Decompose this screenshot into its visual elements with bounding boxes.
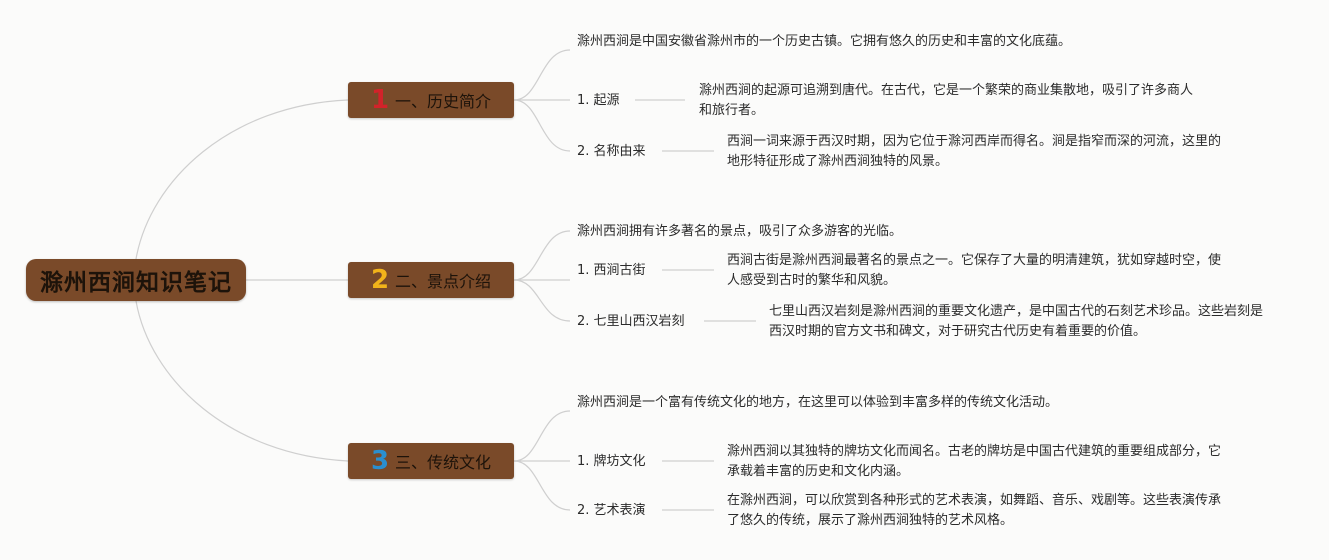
link-root-branch-3 — [135, 300, 349, 462]
branch-node-attractions[interactable]: 2 二、景点介绍 — [348, 262, 514, 298]
branch-number-2: 2 — [370, 265, 390, 295]
branch-node-culture[interactable]: 3 三、传统文化 — [348, 443, 514, 479]
branch-intro-history: 滁州西涧是中国安徽省滁州市的一个历史古镇。它拥有悠久的历史和丰富的文化底蕴。 — [577, 34, 1072, 49]
link-b2-intro — [513, 230, 571, 281]
sub-node-performance[interactable]: 2. 艺术表演 — [577, 503, 646, 518]
sub-node-old-street[interactable]: 1. 西涧古街 — [577, 263, 646, 278]
sub-node-rock-carving[interactable]: 2. 七里山西汉岩刻 — [577, 314, 685, 329]
branch-intro-culture: 滁州西涧是一个富有传统文化的地方，在这里可以体验到丰富多样的传统文化活动。 — [577, 395, 1059, 410]
detail-rock-carving: 七里山西汉岩刻是滁州西涧的重要文化遗产，是中国古代的石刻艺术珍品。这些岩刻是西汉… — [769, 304, 1264, 339]
branch-title: 一、历史简介 — [395, 92, 492, 111]
link-b1-item2 — [513, 99, 571, 152]
detail-name-origin: 西涧一词来源于西汉时期，因为它位于滁河西岸而得名。涧是指窄而深的河流，这里的地形… — [727, 134, 1222, 169]
link-b1-intro — [513, 49, 571, 101]
link-b3-intro — [513, 410, 571, 462]
branch-title: 二、景点介绍 — [395, 272, 492, 291]
root-title: 滁州西涧知识笔记 — [40, 270, 232, 296]
sub-node-archway[interactable]: 1. 牌坊文化 — [577, 454, 646, 469]
sub-node-name-origin[interactable]: 2. 名称由来 — [577, 144, 646, 159]
detail-old-street: 西涧古街是滁州西涧最著名的景点之一。它保存了大量的明清建筑，犹如穿越时空，使人感… — [727, 253, 1222, 288]
detail-archway: 滁州西涧以其独特的牌坊文化而闻名。古老的牌坊是中国古代建筑的重要组成部分，它承载… — [727, 444, 1222, 479]
branch-number-3: 3 — [370, 446, 390, 476]
link-b3-item2 — [513, 460, 571, 511]
link-root-branch-1 — [135, 99, 349, 260]
branch-number-1: 1 — [370, 85, 390, 115]
branch-intro-attractions: 滁州西涧拥有许多著名的景点，吸引了众多游客的光临。 — [577, 224, 903, 239]
root-node[interactable]: 滁州西涧知识笔记 — [26, 259, 246, 301]
link-b2-item2 — [513, 279, 571, 322]
branch-node-history[interactable]: 1 一、历史简介 — [348, 82, 514, 118]
sub-node-origin[interactable]: 1. 起源 — [577, 93, 620, 108]
branch-title: 三、传统文化 — [395, 453, 492, 472]
detail-performance: 在滁州西涧，可以欣赏到各种形式的艺术表演，如舞蹈、音乐、戏剧等。这些表演传承了悠… — [727, 493, 1222, 528]
detail-origin: 滁州西涧的起源可追溯到唐代。在古代，它是一个繁荣的商业集散地，吸引了许多商人和旅… — [699, 83, 1194, 118]
